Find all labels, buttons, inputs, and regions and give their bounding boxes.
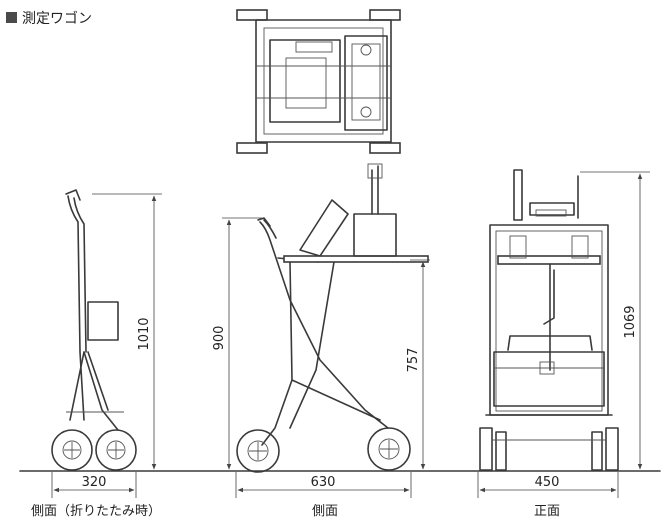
folded-wheel-left (51, 429, 93, 471)
side-device-box (353, 213, 397, 257)
top-view-knob (360, 106, 372, 118)
folded-height-label: 1010 (137, 317, 152, 350)
folded-basket (87, 301, 119, 341)
front-wheel-inner-left (495, 431, 507, 471)
caption-side: 側面 (312, 504, 338, 519)
top-view-box (285, 57, 327, 109)
side-handle-height-label: 900 (212, 326, 227, 351)
page-title: 測定ワゴン (22, 10, 92, 27)
folded-side-view (51, 189, 137, 471)
front-basket (493, 351, 605, 407)
front-height-label: 1069 (623, 305, 638, 338)
side-width-dimension: 630 (235, 472, 412, 498)
top-view-wheel (369, 142, 401, 154)
top-view-device (351, 43, 381, 121)
front-height-dimension: 1069 (580, 171, 650, 470)
top-view-wheel (236, 9, 268, 21)
front-frame (489, 224, 609, 416)
top-view-wheel (369, 9, 401, 21)
side-width-label: 630 (311, 475, 336, 490)
folded-width-dimension: 320 (51, 472, 137, 498)
front-wheel-right (605, 427, 619, 471)
top-view-wheel (236, 142, 268, 154)
front-post-left (513, 169, 523, 221)
front-width-label: 450 (535, 475, 560, 490)
front-width-dimension: 450 (477, 472, 619, 498)
side-table-height-label: 757 (406, 348, 421, 373)
front-handle (529, 202, 575, 216)
caption-front: 正面 (534, 504, 560, 519)
title-block: 測定ワゴン (6, 10, 92, 27)
side-table-height-dimension: 757 (406, 259, 430, 470)
front-table (497, 255, 601, 265)
caption-folded-side: 側面（折りたたみ時） (31, 504, 161, 519)
side-view (236, 163, 429, 473)
side-wheel-front (236, 429, 280, 473)
title-square-icon (6, 12, 17, 23)
folded-width-label: 320 (82, 475, 107, 490)
side-wheel-front-hub (247, 440, 269, 462)
folded-wheel-right-hub (106, 440, 126, 460)
top-view-handle (295, 41, 333, 53)
top-view-frame (255, 19, 392, 143)
folded-wheel-right (95, 429, 137, 471)
top-view (236, 9, 401, 154)
folded-wheel-left-hub (62, 440, 82, 460)
folded-height-dimension: 1010 (92, 193, 162, 470)
front-wheel-left (479, 427, 493, 471)
top-view-tray-left (269, 39, 341, 123)
top-view-knob (360, 44, 372, 56)
side-wheel-rear-hub (378, 438, 400, 460)
side-wheel-rear (367, 427, 411, 471)
front-wheel-inner-right (591, 431, 603, 471)
front-view (479, 169, 619, 471)
side-handle-height-dimension: 900 (212, 217, 262, 470)
top-view-inner-frame (263, 27, 384, 135)
top-view-tray-right (344, 35, 388, 131)
side-table-top (283, 255, 429, 263)
